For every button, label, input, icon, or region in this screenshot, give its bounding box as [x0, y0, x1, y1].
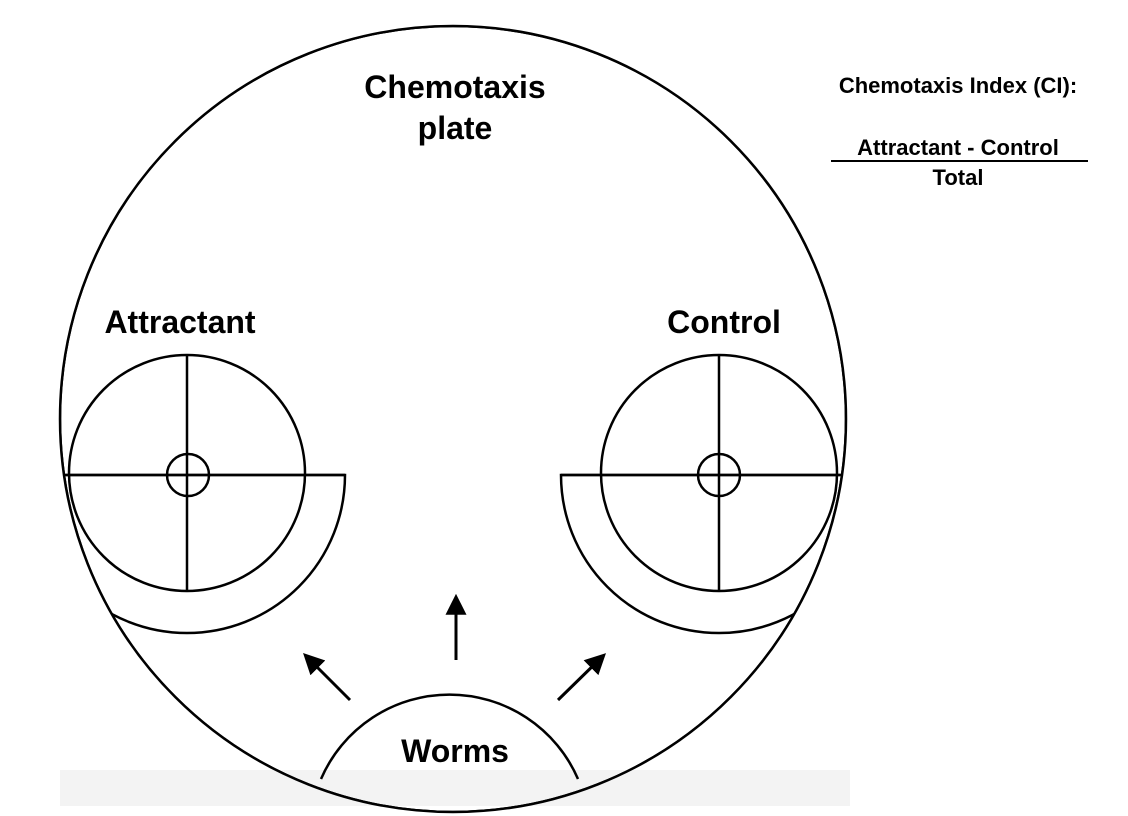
control-half-ring	[559, 473, 846, 635]
worms-origin-arc	[319, 693, 580, 780]
formula-denominator: Total	[933, 165, 984, 190]
control-label: Control	[667, 304, 781, 340]
arrow-up-right	[556, 653, 607, 702]
formula-heading: Chemotaxis Index (CI):	[839, 73, 1077, 98]
attractant-half-ring	[60, 473, 347, 635]
control-zone	[559, 353, 846, 635]
plate-title-line2: plate	[418, 110, 493, 146]
arrow-up-left	[303, 653, 352, 702]
worms-label: Worms	[401, 733, 509, 769]
plate-outline-full	[58, 24, 848, 814]
attractant-label: Attractant	[104, 304, 255, 340]
plate-title-line1: Chemotaxis	[364, 69, 545, 105]
attractant-spot	[165, 452, 211, 498]
attractant-zone	[60, 353, 347, 635]
bottom-band	[60, 770, 850, 806]
control-spot	[696, 452, 742, 498]
formula-numerator: Attractant - Control	[857, 135, 1059, 160]
